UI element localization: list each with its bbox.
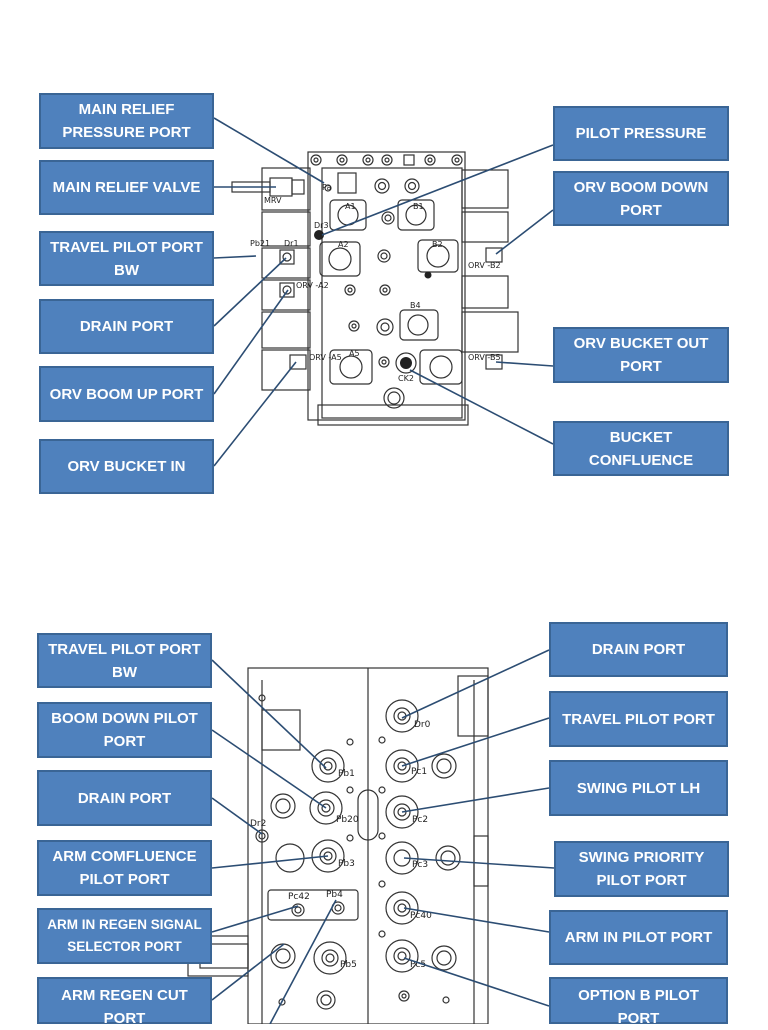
svg-text:Pb5: Pb5 (340, 960, 357, 970)
label-arm-in-regen-signal-selector-port: ARM IN REGEN SIGNAL SELECTOR PORT (37, 908, 212, 964)
label-bucket-confluence: BUCKET CONFLUENCE (553, 421, 729, 476)
svg-text:Pc3: Pc3 (412, 860, 428, 870)
svg-text:CK2: CK2 (398, 374, 414, 383)
label-orv-bucket-out-port: ORV BUCKET OUT PORT (553, 327, 729, 383)
svg-text:ORV -B2: ORV -B2 (468, 261, 501, 270)
svg-text:Pc42: Pc42 (288, 892, 310, 902)
label-arm-comfluence-pilot-port: ARM COMFLUENCE PILOT PORT (37, 840, 212, 896)
label-main-relief-pressure-port: MAIN RELIEF PRESSURE PORT (39, 93, 214, 149)
svg-text:Pb20: Pb20 (336, 815, 359, 825)
svg-text:Pc5: Pc5 (410, 960, 426, 970)
svg-text:Dr1: Dr1 (284, 239, 299, 248)
bottom-drawing-text: Dr0 Pb1 Pc1 Dr2 Pb20 Pc2 Pb3 Pc3 Pc42 Pb… (250, 720, 432, 970)
svg-text:Pb4: Pb4 (326, 890, 343, 900)
top-valve-drawing (231, 151, 519, 426)
svg-text:ORV -A2: ORV -A2 (296, 281, 329, 290)
svg-text:Dr2: Dr2 (250, 819, 266, 829)
label-drain-port-bottom-left: DRAIN PORT (37, 770, 212, 826)
svg-text:Pc1: Pc1 (411, 767, 427, 777)
label-main-relief-valve: MAIN RELIEF VALVE (39, 160, 214, 215)
label-boom-down-pilot-port: BOOM DOWN PILOT PORT (37, 702, 212, 758)
label-travel-pilot-port-bw-bottom: TRAVEL PILOT PORT BW (37, 633, 212, 688)
svg-text:A5: A5 (349, 349, 360, 358)
svg-text:Pb3: Pb3 (338, 859, 355, 869)
svg-text:B2: B2 (432, 240, 443, 249)
label-orv-boom-up-port: ORV BOOM UP PORT (39, 366, 214, 422)
svg-text:Dr3: Dr3 (314, 221, 329, 230)
svg-text:B1: B1 (413, 202, 424, 211)
top-valve-dark-ports (314, 230, 432, 369)
svg-text:ORV -A5: ORV -A5 (309, 353, 342, 362)
label-drain-port-top: DRAIN PORT (39, 299, 214, 354)
svg-text:Dr0: Dr0 (414, 720, 431, 730)
svg-text:Pc2: Pc2 (412, 815, 428, 825)
svg-text:A1: A1 (345, 202, 356, 211)
label-travel-pilot-port-bw-top: TRAVEL PILOT PORT BW (39, 231, 214, 286)
label-orv-boom-down-port: ORV BOOM DOWN PORT (553, 171, 729, 226)
svg-text:Pb1: Pb1 (338, 769, 355, 779)
label-pilot-pressure: PILOT PRESSURE (553, 106, 729, 161)
svg-text:A2: A2 (338, 240, 349, 249)
label-arm-in-pilot-port: ARM IN PILOT PORT (549, 910, 728, 965)
top-drawing-text: Pa MRV Dr3 A1 B1 A2 B2 Pb21 Dr1 ORV -A2 … (250, 183, 501, 383)
label-arm-regen-cut-port: ARM REGEN CUT PORT (37, 977, 212, 1027)
label-option-b-pilot-port: OPTION B PILOT PORT (549, 977, 728, 1027)
label-drain-port-bottom-right: DRAIN PORT (549, 622, 728, 677)
bottom-valve-drawing (187, 667, 489, 1024)
label-travel-pilot-port: TRAVEL PILOT PORT (549, 691, 728, 747)
svg-text:Pa: Pa (322, 183, 331, 192)
svg-text:ORV -B5: ORV -B5 (468, 353, 501, 362)
label-swing-priority-pilot-port: SWING PRIORITY PILOT PORT (554, 841, 729, 897)
label-swing-pilot-lh: SWING PILOT LH (549, 760, 728, 816)
svg-text:Pb21: Pb21 (250, 239, 270, 248)
svg-text:MRV: MRV (264, 196, 282, 205)
svg-text:Pc40: Pc40 (410, 911, 432, 921)
leader-lines (211, 117, 555, 1024)
label-orv-bucket-in: ORV BUCKET IN (39, 439, 214, 494)
svg-text:B4: B4 (410, 301, 421, 310)
